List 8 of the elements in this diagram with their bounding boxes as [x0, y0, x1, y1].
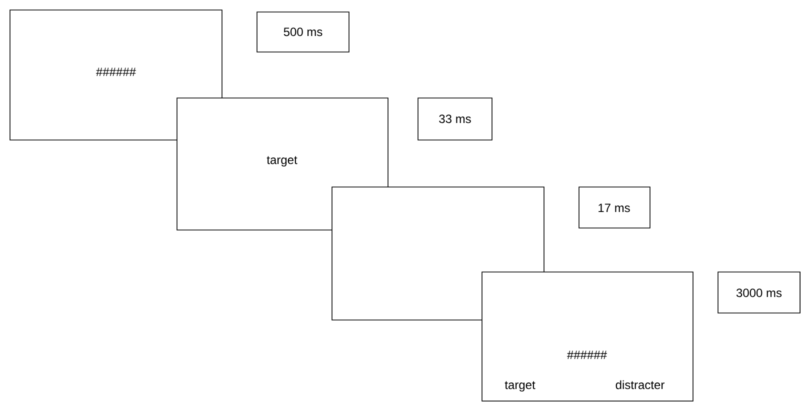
duration-box: 500 ms: [256, 12, 350, 52]
screen-frame: ###### target distracter: [482, 272, 694, 402]
duration-box: 3000 ms: [718, 272, 800, 314]
duration-box: 33 ms: [418, 98, 492, 140]
screen-frame: [332, 186, 544, 320]
screen-frame: ######: [10, 10, 222, 140]
duration-box: 17 ms: [578, 186, 650, 228]
screen-frame: target: [176, 98, 388, 230]
